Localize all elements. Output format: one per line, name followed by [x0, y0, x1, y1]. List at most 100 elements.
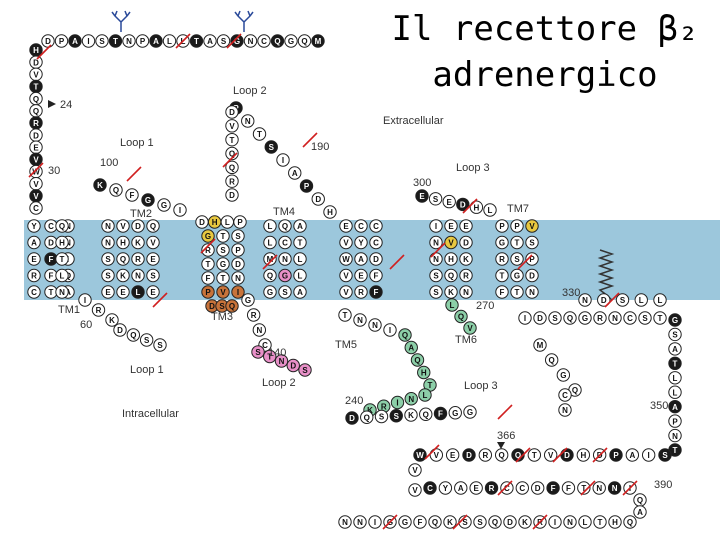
residue [108, 34, 123, 48]
residue-letter: D [229, 191, 235, 200]
residue [525, 219, 539, 233]
residue-letter: V [33, 180, 39, 189]
residue-letter: N [529, 288, 535, 297]
residue [443, 515, 457, 529]
residue-letter: C [427, 484, 433, 493]
residue-letter: H [474, 203, 480, 212]
residue [419, 407, 433, 421]
residue [231, 243, 245, 257]
residue-letter: K [447, 518, 453, 527]
residue-letter: D [466, 451, 472, 460]
residue [189, 34, 204, 48]
residue-letter: K [367, 406, 373, 415]
residue-letter: M [537, 341, 544, 350]
residue-letter: A [153, 37, 159, 46]
residue [278, 285, 292, 299]
residue [429, 285, 443, 299]
residue-letter: T [515, 239, 520, 248]
residue-letter: V [467, 324, 473, 333]
residue-letter: S [150, 272, 156, 281]
residue-letter: C [33, 204, 39, 213]
residue-letter: T [500, 272, 505, 281]
tm2-label: TM2 [130, 208, 152, 220]
residue [231, 229, 245, 243]
residue [55, 285, 69, 299]
residue [91, 303, 106, 317]
residue-letter: D [33, 131, 39, 140]
marker-triangle-24 [48, 100, 56, 108]
residue [339, 235, 353, 250]
residue-letter: H [327, 208, 333, 217]
residue [495, 285, 509, 299]
residue-letter: H [59, 239, 65, 248]
loop2-int-label: Loop 2 [262, 377, 296, 389]
residue-letter: W [342, 255, 350, 264]
residue [201, 271, 215, 285]
residue-letter: N [612, 484, 618, 493]
residue-letter: I [282, 156, 284, 165]
residue [653, 293, 667, 307]
residue-letter: I [554, 518, 556, 527]
residue [55, 268, 69, 283]
residue-letter: Q [33, 107, 39, 116]
residue-letter: G [267, 288, 273, 297]
residue [354, 252, 368, 266]
residue-letter: F [49, 272, 54, 281]
number-100: 100 [100, 157, 118, 169]
residue-letter: I [524, 314, 526, 323]
residue-letter: K [120, 272, 126, 281]
residue [511, 448, 525, 462]
residue [641, 448, 656, 462]
residue-letter: V [33, 71, 39, 80]
residue-letter: V [343, 272, 349, 281]
residue-letter: S [302, 366, 308, 375]
tm3-label: TM3 [211, 311, 233, 323]
residue [463, 321, 477, 335]
residue [668, 356, 682, 371]
residue-letter: G [145, 196, 151, 205]
residue [510, 235, 524, 250]
residue-letter: A [297, 222, 303, 231]
residue-letter: S [462, 518, 468, 527]
residue-letter: S [144, 336, 150, 345]
residue [592, 481, 606, 495]
exon-boundary-mark [175, 33, 191, 49]
residue-letter: H [212, 218, 218, 227]
residue-letter: C [504, 484, 510, 493]
residue [225, 299, 239, 313]
residue [369, 235, 383, 250]
residue [404, 392, 418, 406]
residue-letter: S [433, 288, 439, 297]
residue-letter: Q [274, 37, 280, 46]
residue [445, 448, 460, 462]
residue-letter: W [416, 451, 424, 460]
exon-boundary-mark [497, 404, 513, 420]
residue [623, 515, 637, 529]
residue [263, 268, 277, 283]
residue-letter: A [408, 344, 414, 353]
residue-letter: T [298, 239, 303, 248]
residue [201, 285, 215, 299]
residue [252, 127, 267, 141]
residue [233, 215, 247, 229]
residue-letter: F [438, 410, 443, 419]
residue-letter: D [373, 255, 379, 264]
residue [360, 410, 374, 424]
residue [135, 34, 150, 48]
residue-letter: C [282, 239, 288, 248]
residue [263, 252, 277, 266]
residue-letter: S [433, 195, 439, 204]
residue-letter: S [219, 302, 225, 311]
residue-letter: N [245, 117, 251, 126]
tm6-label: TM6 [455, 334, 477, 346]
residue-letter: S [552, 314, 558, 323]
residue-letter: T [206, 260, 211, 269]
residue-letter: P [205, 288, 211, 297]
residue-letter: D [48, 239, 54, 248]
residue-letter: Q [448, 272, 454, 281]
title-line-1: Il recettore β₂ [391, 9, 699, 49]
residue-letter: F [566, 484, 571, 493]
residue [201, 229, 215, 243]
residue-letter: L [60, 272, 65, 281]
loop1-ext-label: Loop 1 [120, 137, 154, 149]
